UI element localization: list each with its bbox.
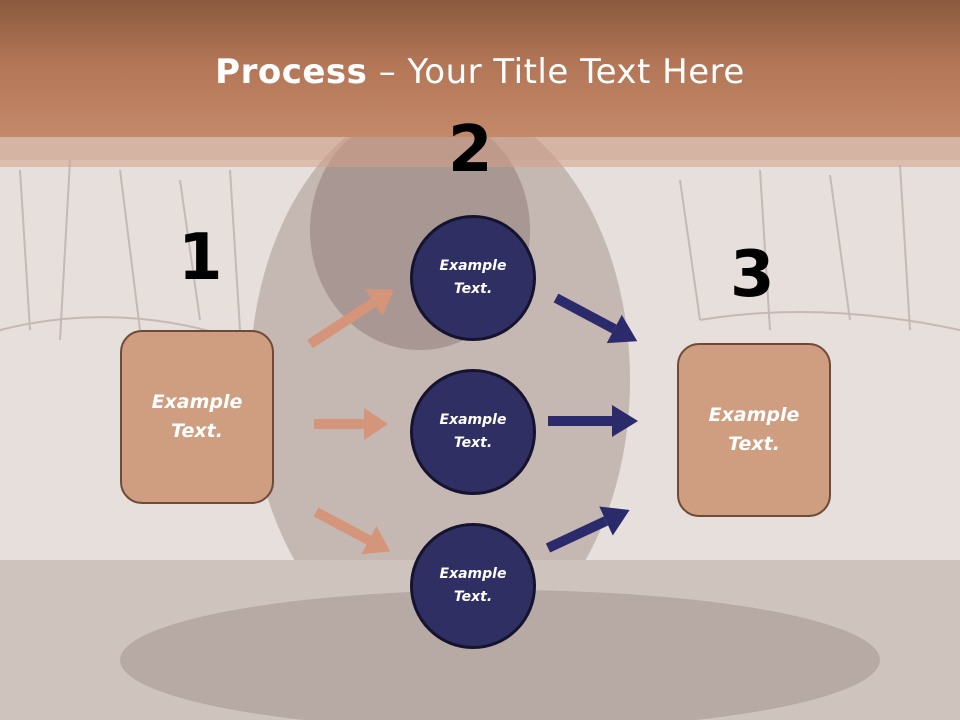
- circle-middle-text: Example Text.: [439, 412, 507, 451]
- title-bold: Process: [215, 52, 368, 92]
- title-bar: [0, 0, 960, 137]
- circle-bottom-text: Example Text.: [439, 566, 507, 605]
- title-separator: –: [367, 52, 408, 92]
- arrow-mid-right: [548, 405, 638, 437]
- right-box-text: Example Text.: [708, 404, 800, 455]
- title-rest: Your Title Text Here: [407, 52, 745, 92]
- left-box-text: Example Text.: [151, 391, 243, 442]
- circle-bottom: Example Text.: [410, 523, 536, 649]
- circle-top-text: Example Text.: [439, 258, 507, 297]
- title-underband: [0, 137, 960, 167]
- left-step-box: Example Text.: [120, 330, 274, 504]
- right-arrows: [545, 293, 638, 553]
- circle-middle: Example Text.: [410, 369, 536, 495]
- arrow-mid-left: [314, 408, 388, 440]
- step-number-3: 3: [730, 238, 775, 312]
- arrow-up-right: [545, 506, 630, 553]
- slide-title: Process – Your Title Text Here: [0, 52, 960, 92]
- step-number-1: 1: [178, 221, 223, 295]
- arrow-up-left: [307, 289, 394, 349]
- left-arrows: [307, 289, 394, 555]
- arrow-down-left: [313, 507, 391, 555]
- right-step-box: Example Text.: [677, 343, 831, 517]
- arrow-down-right: [553, 293, 638, 344]
- step-number-2: 2: [448, 113, 493, 187]
- circle-top: Example Text.: [410, 215, 536, 341]
